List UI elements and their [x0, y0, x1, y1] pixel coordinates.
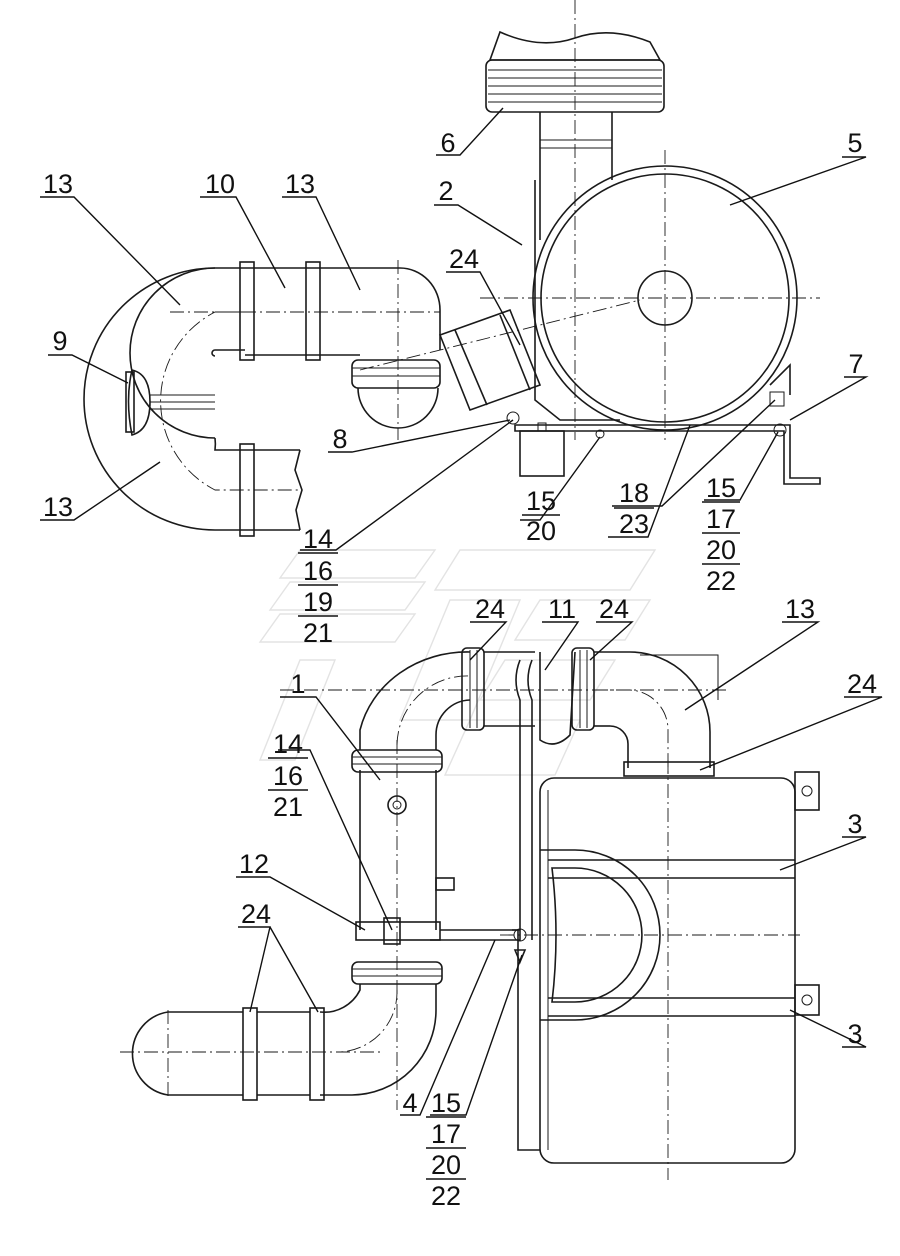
top-pipe-loop — [83, 260, 441, 537]
callout-20-b: 20 — [706, 535, 736, 565]
callout-13-d: 13 — [785, 594, 815, 624]
callout-22-a: 22 — [706, 566, 736, 596]
callout-2: 2 — [438, 176, 453, 206]
callout-11: 11 — [548, 594, 576, 624]
callout-20-c: 20 — [431, 1150, 461, 1180]
bottom-elbow — [120, 961, 443, 1101]
callout-9: 9 — [52, 326, 67, 356]
callout-6: 6 — [440, 128, 455, 158]
callout-17-b: 17 — [431, 1119, 461, 1149]
callout-24-b: 24 — [475, 594, 505, 624]
callout-17-a: 17 — [706, 504, 736, 534]
callout-13-a: 13 — [43, 169, 73, 199]
leader-lines — [40, 107, 883, 1116]
callout-7: 7 — [848, 349, 863, 379]
precleaner-cap — [485, 30, 665, 240]
label-separators — [268, 501, 740, 1180]
callout-21-a: 21 — [303, 618, 333, 648]
callout-15-a: 15 — [526, 486, 556, 516]
callout-15-c: 15 — [431, 1088, 461, 1118]
callout-5: 5 — [847, 128, 862, 158]
top-bracket — [506, 411, 821, 485]
callout-24-c: 24 — [599, 594, 629, 624]
callout-14-a: 14 — [303, 524, 333, 554]
callout-21-b: 21 — [273, 792, 303, 822]
callout-16-b: 16 — [273, 761, 303, 791]
callout-20-a: 20 — [526, 516, 556, 546]
callout-13-b: 13 — [285, 169, 315, 199]
vertical-pipe — [351, 740, 521, 1110]
callout-18: 18 — [619, 478, 649, 508]
callout-16-a: 16 — [303, 556, 333, 586]
top-air-cleaner — [480, 150, 820, 440]
callout-labels: 6 5 2 13 10 13 24 9 7 8 13 18 15 15 20 2… — [43, 128, 877, 1211]
callout-24-d: 24 — [847, 669, 877, 699]
callout-8: 8 — [332, 424, 347, 454]
callout-12: 12 — [239, 849, 269, 879]
callout-4: 4 — [402, 1088, 417, 1118]
angled-connector — [359, 299, 641, 412]
upper-elbow — [280, 647, 730, 940]
callout-1: 1 — [290, 669, 305, 699]
callout-24-e: 24 — [241, 899, 271, 929]
callout-24-a: 24 — [449, 244, 479, 274]
callout-19: 19 — [303, 587, 333, 617]
callout-14-b: 14 — [273, 729, 303, 759]
callout-23: 23 — [619, 509, 649, 539]
callout-22-b: 22 — [431, 1181, 461, 1211]
callout-3-a: 3 — [847, 809, 862, 839]
callout-15-b: 15 — [706, 473, 736, 503]
lower-air-cleaner — [500, 760, 820, 1180]
callout-13-c: 13 — [43, 492, 73, 522]
callout-3-b: 3 — [847, 1019, 862, 1049]
callout-10: 10 — [205, 169, 235, 199]
